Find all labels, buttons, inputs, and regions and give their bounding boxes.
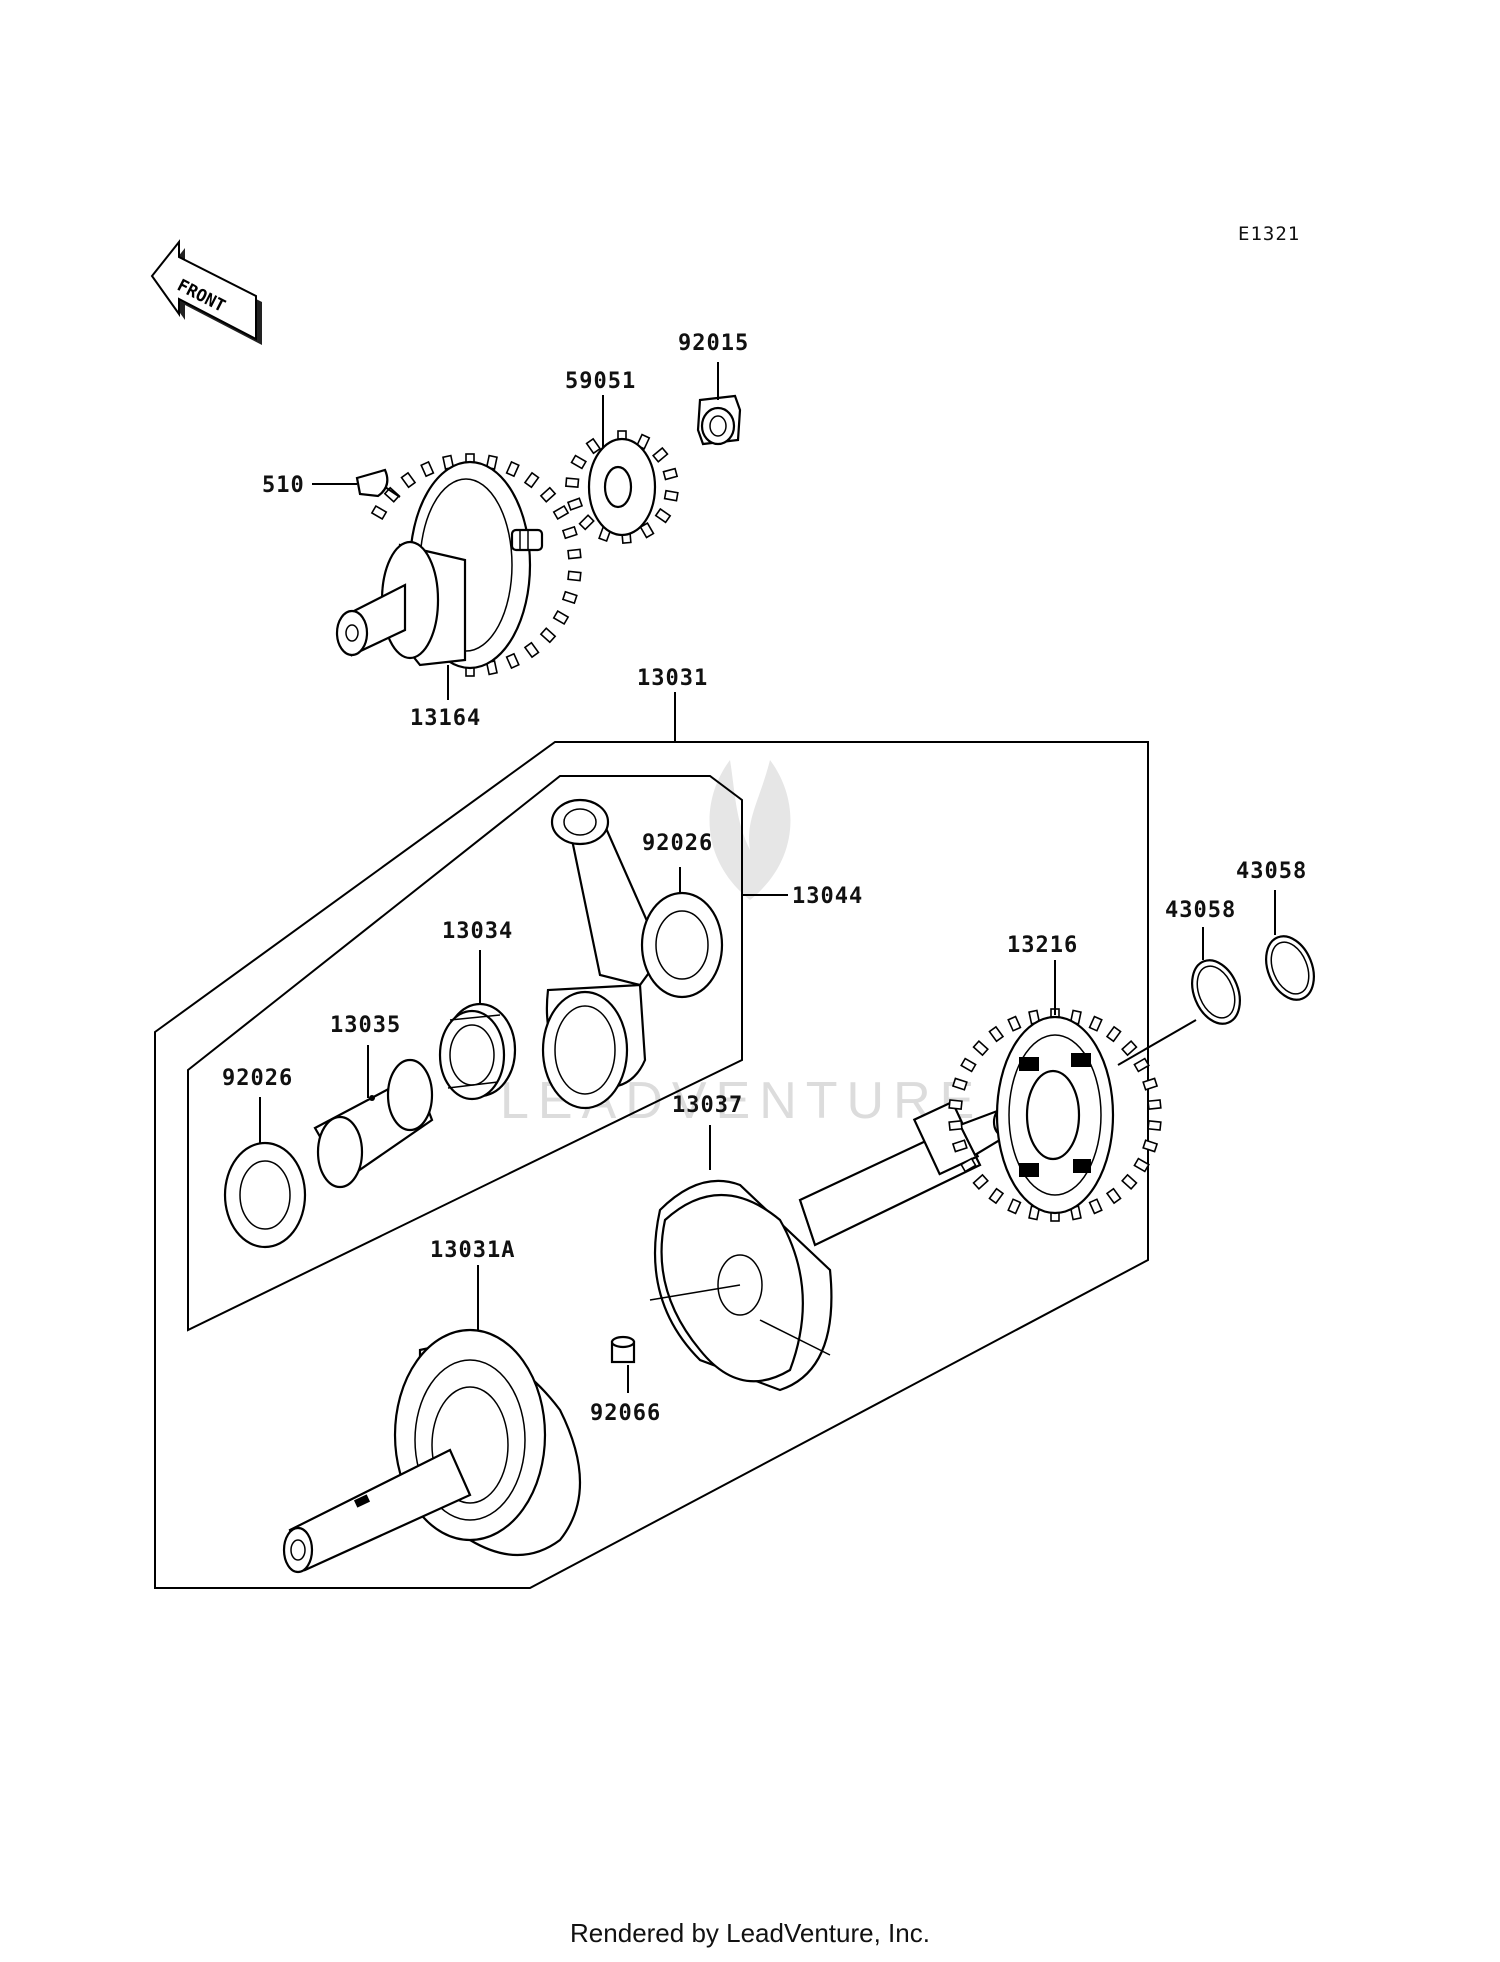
- crankshaft-half-13031A: [282, 1328, 581, 1574]
- callout-13031A: 13031A: [430, 1238, 515, 1263]
- woodruff-key-510: [355, 468, 389, 498]
- diagram-code: E1321: [1238, 223, 1300, 245]
- assembly-outline-13044: [187, 775, 743, 1332]
- connecting-rod-13044: [541, 798, 664, 1110]
- callout-92026-upper: 92026: [642, 831, 713, 856]
- callout-13164: 13164: [410, 706, 481, 731]
- callout-13034: 13034: [442, 919, 513, 944]
- thrust-washer-92026-upper: [640, 891, 724, 999]
- callout-59051: 59051: [565, 369, 636, 394]
- callout-13044: 13044: [792, 884, 863, 909]
- circlip-43058-inner: [1191, 959, 1241, 1025]
- assembly-outline-13031: [154, 741, 1149, 1589]
- crankshaft-half-13037: [649, 1100, 1012, 1392]
- footer-credit: Rendered by LeadVenture, Inc.: [570, 1918, 930, 1948]
- callout-92015: 92015: [678, 331, 749, 356]
- balancer-shaft-13164: [335, 453, 582, 677]
- front-arrow-icon: FRONT: [150, 239, 262, 345]
- crank-pin-13035: [313, 1058, 434, 1189]
- callout-13216: 13216: [1007, 933, 1078, 958]
- gear-13216: [948, 1008, 1162, 1222]
- callout-13037: 13037: [672, 1093, 743, 1118]
- callout-13035: 13035: [330, 1013, 401, 1038]
- callout-43058-inner: 43058: [1165, 898, 1236, 923]
- dowel-pin-92066: [610, 1335, 636, 1364]
- callout-510: 510: [262, 473, 305, 498]
- needle-bearing-13034: [438, 1002, 517, 1101]
- leader-lines: [259, 362, 1276, 1393]
- callout-43058-outer: 43058: [1236, 859, 1307, 884]
- gear-59051: [565, 430, 679, 544]
- thrust-washer-92026-lower: [223, 1141, 307, 1249]
- circlip-43058-outer: [1265, 935, 1315, 1001]
- callout-92066: 92066: [590, 1401, 661, 1426]
- callout-92026-lower: 92026: [222, 1066, 293, 1091]
- callout-13031: 13031: [637, 666, 708, 691]
- nut-92015: [696, 394, 742, 446]
